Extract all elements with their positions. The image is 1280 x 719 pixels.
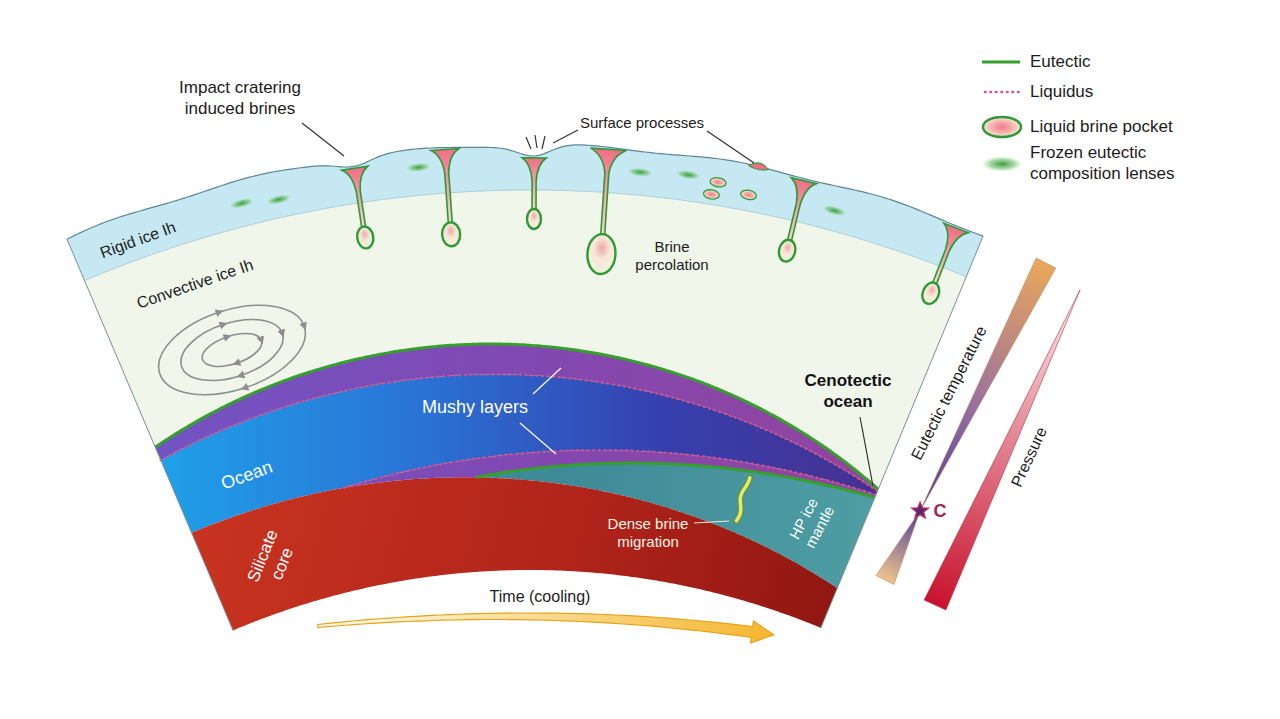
legend-lens-sample [981,156,1023,172]
axis-label: Time (cooling) [490,587,591,607]
layer-band: Silicate core [189,475,842,635]
legend-eutectic-sample [982,61,1020,64]
brine-pocket [527,209,541,229]
leader-line [553,130,578,143]
band-fill [192,477,838,630]
legend-text: Liquid brine pocket [1030,117,1173,138]
callout-label: Surface processes [580,114,704,132]
callout-label: Dense brine migration [593,515,703,552]
process-label: Brine percolation [625,238,720,275]
legend-pocket-sample [983,117,1021,137]
callout-label: Impact cratering induced brines [165,78,315,119]
time-arrow [318,613,774,643]
legend-text: Liquidus [1030,82,1093,103]
hatch-mark [535,135,537,148]
legend-liquidus-sample [985,91,1020,94]
legend-text: Frozen eutectic composition lenses [1030,143,1198,184]
temperature-wedge [876,511,920,585]
layer-label: Mushy layers [422,397,528,419]
hatch-mark [526,137,531,149]
critical-point-star [912,502,929,518]
leader-line [707,131,754,163]
point-label: C [934,501,947,523]
brine-pocket [441,222,461,247]
legend-text: Eutectic [1030,52,1090,73]
callout-label: Cenotectic ocean [793,371,903,412]
pressure-wedge [924,290,1080,610]
hatch-mark [542,136,545,149]
leader-line [302,123,344,156]
